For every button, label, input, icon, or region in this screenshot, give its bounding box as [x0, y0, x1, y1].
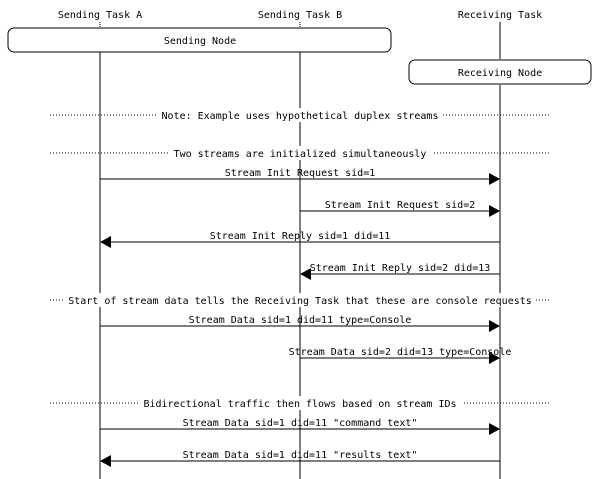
- node-boxes: Sending Node Receiving Node: [7, 27, 592, 85]
- note-4: Bidirectional traffic then flows based o…: [50, 396, 550, 410]
- participant-label-a: Sending Task A: [58, 10, 142, 21]
- message-stream-data-console-sid-2: Stream Data sid=2 did=13 type=Console: [289, 347, 512, 364]
- message-stream-init-reply-sid-2: Stream Init Reply sid=2 did=13: [300, 263, 500, 280]
- arrowhead-right: [489, 320, 500, 332]
- receiving-node-box: [408, 59, 592, 85]
- message-label: Stream Init Request sid=1: [225, 168, 376, 179]
- message-label: Stream Data sid=2 did=13 type=Console: [289, 347, 512, 358]
- arrowhead-left: [100, 455, 111, 467]
- message-stream-data-console-sid-1: Stream Data sid=1 did=11 type=Console: [100, 315, 500, 332]
- arrowhead-right: [489, 173, 500, 185]
- note-2: Two streams are initialized simultaneous…: [50, 146, 550, 160]
- note-label-backdrop: [157, 108, 443, 122]
- message-stream-init-request-sid-2: Stream Init Request sid=2: [300, 200, 500, 217]
- arrowhead-right: [489, 352, 500, 364]
- message-label: Stream Init Reply sid=1 did=11: [210, 231, 391, 242]
- message-label: Stream Init Request sid=2: [325, 200, 476, 211]
- note-text: Bidirectional traffic then flows based o…: [143, 399, 456, 410]
- note-label-backdrop: [64, 293, 536, 307]
- arrowhead-left: [300, 268, 311, 280]
- message-stream-init-request-sid-1: Stream Init Request sid=1: [100, 168, 500, 185]
- note-3: Start of stream data tells the Receiving…: [50, 293, 550, 307]
- sending-node-label: Sending Node: [164, 36, 236, 47]
- message-label: Stream Data sid=1 did=11 "command text": [183, 418, 418, 429]
- message-label: Stream Data sid=1 did=11 "results text": [183, 450, 418, 461]
- receiving-node-label: Receiving Node: [458, 68, 542, 79]
- message-stream-init-reply-sid-1: Stream Init Reply sid=1 did=11: [100, 231, 500, 248]
- sending-node-box: [7, 27, 392, 53]
- message-stream-data-command-text: Stream Data sid=1 did=11 "command text": [100, 418, 500, 435]
- note-text: Note: Example uses hypothetical duplex s…: [162, 111, 439, 122]
- arrowhead-right: [489, 205, 500, 217]
- note-label-backdrop: [168, 146, 432, 160]
- message-label: Stream Data sid=1 did=11 type=Console: [189, 315, 412, 326]
- note-text: Two streams are initialized simultaneous…: [174, 149, 427, 160]
- participant-label-b: Sending Task B: [258, 10, 342, 21]
- note-text: Start of stream data tells the Receiving…: [68, 296, 532, 307]
- arrowhead-left: [100, 236, 111, 248]
- arrowhead-right: [489, 423, 500, 435]
- note-label-backdrop: [138, 396, 462, 410]
- participant-label-r: Receiving Task: [458, 10, 542, 21]
- note-1: Note: Example uses hypothetical duplex s…: [50, 108, 550, 122]
- message-label: Stream Init Reply sid=2 did=13: [310, 263, 491, 274]
- participant-headers: Sending Task A Sending Task B Receiving …: [58, 10, 542, 21]
- message-stream-data-results-text: Stream Data sid=1 did=11 "results text": [100, 450, 500, 467]
